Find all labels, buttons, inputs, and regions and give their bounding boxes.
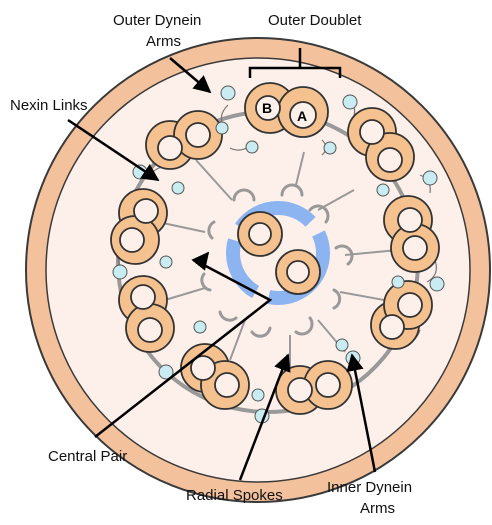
nexin-links-label: Nexin Links [10,97,88,114]
outer-doublet-label: Outer Doublet [268,12,362,29]
tubule-b-label: B [262,100,272,116]
outer-doublet-top [245,83,328,137]
tubule-a-label: A [297,108,307,124]
outer-doublet [276,361,352,414]
inner-dynein-label-2: Arms [360,500,395,517]
central-pair-label: Central Pair [48,448,127,465]
outer-dynein-label-1: Outer Dynein [113,12,201,29]
inner-dynein-label-1: Inner Dynein [327,479,412,496]
radial-spokes-label: Radial Spokes [186,487,283,504]
outer-dynein-label-2: Arms [146,33,181,50]
